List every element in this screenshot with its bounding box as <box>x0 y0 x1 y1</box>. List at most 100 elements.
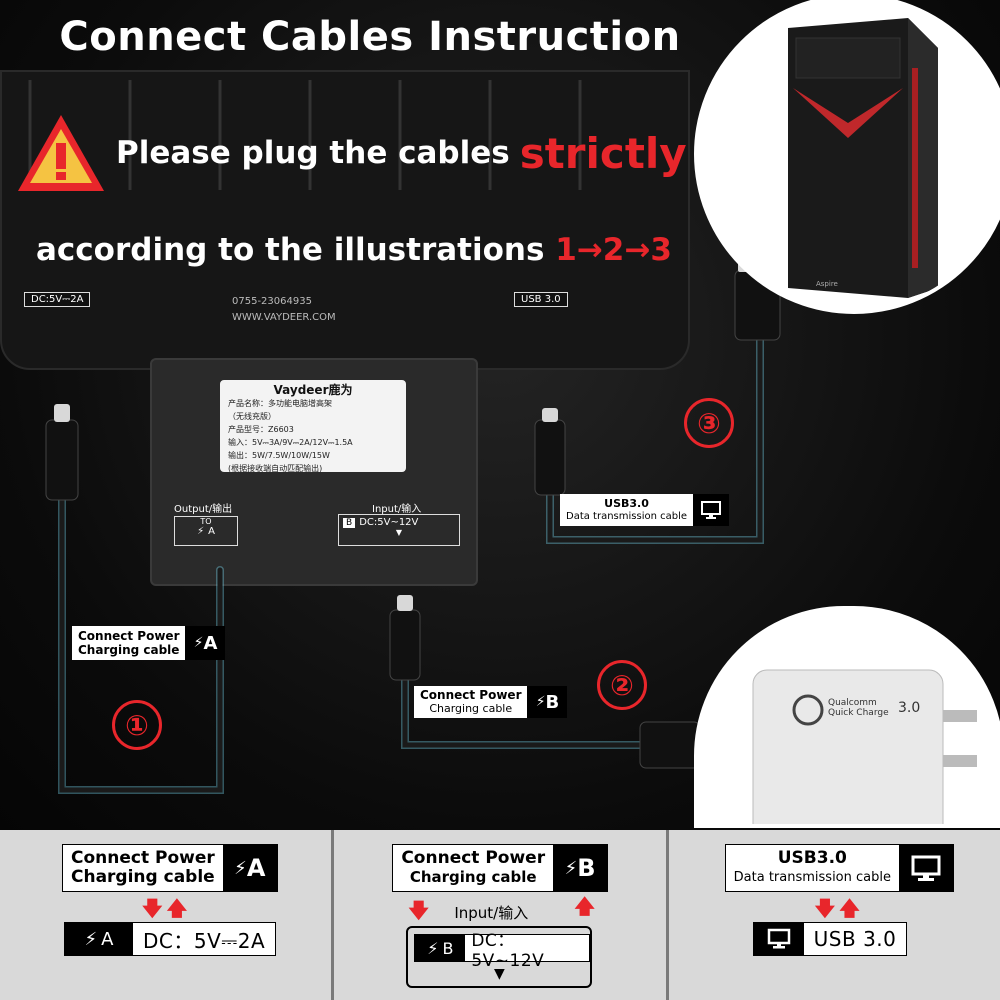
legend-b-port-text: DC：5V~12V <box>471 930 545 971</box>
hub-sticker-line: 输入：5V⎓3A/9V⎓2A/12V⎓1.5A <box>228 438 353 447</box>
legend-b-arrow-right: 🡅 <box>574 892 595 926</box>
hub-output-label: Output/输出 <box>174 504 233 515</box>
legend-panel-power-a: Connect Power Charging cable ⚡A 🡇🡅 ⚡ A D… <box>0 830 335 1000</box>
legend-b-port-label: ⚡ B DC：5V~12V <box>414 930 591 971</box>
legend-b-port-frame: ⚡ B DC：5V~12V ▼ <box>406 926 593 988</box>
step-2-cable-tag: Connect Power Charging cable ⚡B <box>414 686 568 718</box>
pc-tower-drawing <box>788 18 938 298</box>
lightning-icon: ⚡ <box>564 857 578 879</box>
charger-version: 3.0 <box>898 700 921 716</box>
step-1-line2: Charging cable <box>78 643 180 657</box>
legend-a-cable-tag: Connect Power Charging cable ⚡A <box>62 844 278 892</box>
pc-tower-image: Aspire <box>694 0 1000 314</box>
hub-brand: Vaydeer鹿为 <box>273 383 353 397</box>
hub-input-label: Input/输入 <box>372 504 422 515</box>
legend-panels: Connect Power Charging cable ⚡A 🡇🡅 ⚡ A D… <box>0 830 1000 1000</box>
legend-a-port-label: ⚡ A DC：5V⎓2A <box>64 922 277 956</box>
stand-website: WWW.VAYDEER.COM <box>232 312 336 323</box>
step-2-line2: Charging cable <box>429 702 513 715</box>
hub-output-port: TO ⚡ A <box>174 516 238 546</box>
legend-panel-power-b: Connect Power Charging cable ⚡B 🡇 🡅 Inpu… <box>334 830 669 1000</box>
order-instruction: according to the illustrations 1→2→3 <box>36 232 672 268</box>
stand-phone: 0755-23064935 <box>232 296 312 307</box>
hub-sticker: Vaydeer鹿为 产品名称：多功能电脑增高架 （无线充版） 产品型号：Z660… <box>220 380 406 473</box>
legend-panel-usb: USB3.0 Data transmission cable 🡇🡅 USB 3.… <box>669 830 1000 1000</box>
step-2-line1: Connect Power <box>420 688 522 702</box>
page-title: Connect Cables Instruction <box>59 14 681 60</box>
legend-usb-port-text: USB 3.0 <box>813 927 897 951</box>
stand-dc-port-text: DC:5V⎓2A <box>31 294 84 305</box>
monitor-icon <box>911 855 941 881</box>
arrow-down-icon: 🡇 <box>814 896 836 920</box>
hub-sticker-line: 输出：5W/7.5W/10W/15W <box>228 451 330 460</box>
legend-b-cable-tag: Connect Power Charging cable ⚡B <box>392 844 609 892</box>
charger-image: Qualcomm Quick Charge 3.0 <box>694 606 1000 828</box>
legend-b-line1: Connect Power <box>401 848 546 868</box>
hub-sticker-line: 产品型号：Z6603 <box>228 425 294 434</box>
hub-output-to: TO <box>200 517 212 526</box>
arrow-up-icon: 🡅 <box>166 896 188 920</box>
order-sequence: 1→2→3 <box>555 232 672 268</box>
legend-usb-cable-tag: USB3.0 Data transmission cable <box>724 844 954 892</box>
step-3-line2: Data transmission cable <box>566 511 688 522</box>
legend-usb-line1: USB3.0 <box>777 848 847 868</box>
lightning-icon: ⚡ <box>234 857 247 879</box>
warning-triangle-icon <box>18 115 104 191</box>
monitor-icon <box>767 928 790 949</box>
legend-a-line1: Connect Power <box>71 848 215 868</box>
stand-dc-port-label: DC:5V⎓2A <box>24 292 91 307</box>
stand-usb-port-text: USB 3.0 <box>521 294 561 305</box>
step-1-cable-tag: Connect Power Charging cable ⚡A <box>72 626 226 660</box>
lightning-icon: ⚡ <box>535 694 546 710</box>
step-2-port: B <box>545 691 560 713</box>
arrow-down-icon: 🡇 <box>142 896 163 920</box>
legend-b-line2: Charging cable <box>409 868 537 886</box>
order-text: according to the illustrations <box>36 232 545 268</box>
legend-a-line2: Charging cable <box>71 867 215 887</box>
hub-input-port: B DC:5V~12V ▼ <box>338 514 460 546</box>
warning-text: Please plug the cables <box>116 135 510 171</box>
arrow-up-icon: 🡅 <box>839 896 860 920</box>
charger-logo: Qualcomm Quick Charge <box>828 698 889 718</box>
stand-usb-port-label: USB 3.0 <box>514 292 568 307</box>
legend-b-letter: B <box>577 854 596 882</box>
legend-b-arrow-left: 🡇 <box>408 896 429 930</box>
hub-output-port-letter: A <box>208 526 215 537</box>
arrow-down-icon: 🡇 <box>408 898 429 922</box>
step-number-3: ③ <box>684 398 734 448</box>
charging-hub: Vaydeer鹿为 产品名称：多功能电脑增高架 （无线充版） 产品型号：Z660… <box>150 358 478 586</box>
charger-drawing <box>752 669 977 824</box>
hub-input-port-letter: B <box>343 517 356 528</box>
charger-brand: Qualcomm <box>828 698 877 708</box>
legend-a-port-text: DC：5V⎓2A <box>143 928 266 953</box>
lightning-icon: ⚡ <box>84 928 98 950</box>
lightning-icon: ⚡ <box>427 938 439 958</box>
step-number-1: ① <box>112 700 162 750</box>
warning-emphasis: strictly <box>519 128 687 178</box>
legend-b-down-arrow: ▼ <box>493 966 505 982</box>
pc-brand: Aspire <box>816 280 838 288</box>
hub-input-arrow: ▼ <box>395 528 403 537</box>
monitor-stand <box>0 70 690 370</box>
hub-input-spec: DC:5V~12V <box>359 517 419 528</box>
legend-usb-port-label: USB 3.0 <box>752 922 908 956</box>
step-1-port: A <box>203 632 218 654</box>
step-3-line1: USB3.0 <box>604 497 649 510</box>
step-3-cable-tag: USB3.0 Data transmission cable <box>560 494 730 526</box>
lightning-icon: ⚡ <box>197 526 205 537</box>
legend-usb-line2: Data transmission cable <box>733 870 891 885</box>
legend-b-sub-label: Input/输入 <box>454 904 529 922</box>
hub-sticker-line: 产品名称：多功能电脑增高架 <box>228 399 332 408</box>
hub-sticker-line: (根据接收端自动匹配输出) <box>228 464 323 473</box>
instruction-photo: DC:5V⎓2A USB 3.0 WWW.VAYDEER.COM 0755-23… <box>0 0 1000 830</box>
legend-a-port-letter: A <box>101 928 114 950</box>
step-1-line1: Connect Power <box>78 629 180 643</box>
legend-b-port-letter: B <box>442 938 454 958</box>
warning-row: Please plug the cables strictly <box>14 110 687 196</box>
lightning-icon: ⚡ <box>193 635 204 651</box>
legend-a-arrows: 🡇🡅 <box>142 894 187 928</box>
arrow-up-icon: 🡅 <box>574 894 595 918</box>
cables <box>45 230 781 794</box>
legend-a-letter: A <box>246 854 266 882</box>
charger-sub: Quick Charge <box>828 708 889 718</box>
